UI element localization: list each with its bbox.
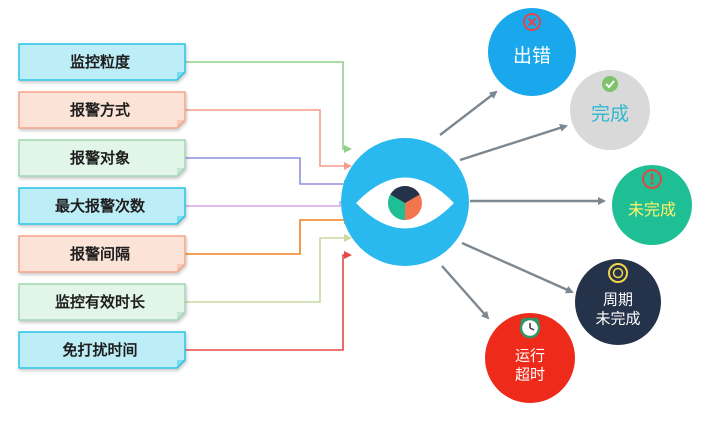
input-box: 报警对象 [18, 139, 186, 177]
outcome-ray [439, 90, 498, 136]
input-label: 监控粒度 [70, 53, 131, 71]
outcome-node: 未完成 [612, 165, 692, 245]
input-label: 报警方式 [70, 101, 130, 119]
input-box-shape [18, 43, 186, 81]
connector-line [185, 157, 352, 188]
outcome-label: 未完成 [595, 310, 640, 328]
input-label: 最大报警次数 [55, 197, 146, 215]
folded-corner [177, 312, 185, 320]
outcome-label: 运行 [515, 347, 545, 365]
input-box: 最大报警次数 [18, 187, 186, 225]
alarm-clock-icon [519, 317, 541, 339]
outcome-label: 出错 [513, 45, 551, 67]
check-icon [602, 76, 618, 92]
input-box-shape [18, 235, 186, 273]
eye-icon [356, 177, 454, 229]
outcome-circle [485, 313, 575, 403]
outcome-label: 超时 [515, 366, 545, 384]
connector-line [185, 251, 352, 351]
outcome-circle [575, 259, 661, 345]
input-box-shape [18, 139, 186, 177]
input-box: 报警方式 [18, 91, 186, 129]
input-box: 报警间隔 [18, 235, 186, 273]
folded-corner [177, 360, 185, 368]
connector-line [185, 216, 352, 255]
folded-corner [177, 72, 185, 80]
outcome-circle [570, 70, 650, 150]
input-box: 监控有效时长 [18, 283, 186, 321]
exclamation-icon [642, 169, 662, 189]
outcome-ray [441, 265, 490, 320]
input-label: 报警间隔 [70, 245, 130, 263]
input-box: 监控粒度 [18, 43, 186, 81]
input-box-shape [18, 331, 186, 369]
outcome-rays [439, 90, 606, 320]
input-box-shape [18, 187, 186, 225]
input-label: 免打扰时间 [62, 341, 137, 359]
outcome-circle [488, 8, 576, 96]
connector-line [185, 198, 352, 207]
folded-corner [177, 216, 185, 224]
outcome-label: 周期 [603, 291, 633, 309]
input-label: 监控有效时长 [55, 293, 146, 311]
outcome-label: 未完成 [628, 200, 676, 219]
connector-line [185, 109, 352, 170]
outcome-node: 出错 [488, 8, 576, 96]
outcome-label: 完成 [591, 103, 629, 125]
folded-corner [177, 120, 185, 128]
input-box-shape [18, 283, 186, 321]
outcome-ray [459, 124, 568, 162]
connector-line [185, 61, 352, 153]
connector-line [185, 234, 352, 303]
error-x-icon [523, 13, 541, 31]
input-label: 报警对象 [70, 149, 130, 167]
outcome-node: 完成 [570, 70, 650, 150]
folded-corner [177, 168, 185, 176]
clock-icon [608, 263, 628, 283]
center-hub [341, 138, 469, 266]
outcome-ray [461, 241, 574, 294]
outcome-circle [612, 165, 692, 245]
input-box: 免打扰时间 [18, 331, 186, 369]
input-box-shape [18, 91, 186, 129]
folded-corner [177, 264, 185, 272]
input-connectors [185, 61, 352, 351]
